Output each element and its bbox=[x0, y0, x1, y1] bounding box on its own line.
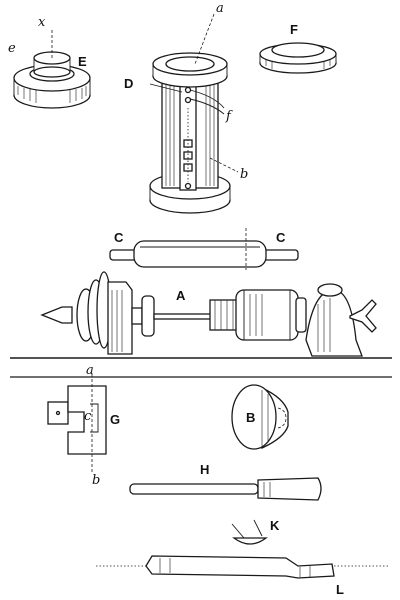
part-g-section bbox=[47, 374, 107, 474]
label-d: D bbox=[124, 76, 133, 91]
part-l-blade bbox=[96, 555, 390, 579]
label-h: H bbox=[200, 462, 209, 477]
part-b-knob bbox=[231, 384, 289, 450]
label-x: x bbox=[38, 15, 46, 30]
label-b: B bbox=[246, 410, 255, 425]
part-cylinder bbox=[149, 13, 239, 214]
label-b-mid: b bbox=[92, 473, 100, 488]
part-roller-c bbox=[109, 228, 299, 270]
label-g: G bbox=[110, 412, 120, 427]
label-l: L bbox=[336, 582, 344, 597]
part-f-disc bbox=[259, 42, 337, 74]
part-h-tool bbox=[129, 477, 322, 501]
part-k-detail bbox=[231, 519, 268, 545]
label-a-mid: a bbox=[86, 363, 94, 378]
part-e-flanged-disc bbox=[13, 30, 91, 109]
label-f-small: f bbox=[225, 109, 233, 124]
label-e-lower: e bbox=[8, 41, 16, 56]
label-c-right: C bbox=[276, 230, 286, 245]
label-c-left: C bbox=[114, 230, 124, 245]
label-e-upper: E bbox=[78, 54, 87, 69]
label-f: F bbox=[290, 22, 298, 37]
label-a: A bbox=[176, 288, 186, 303]
label-c-small: c bbox=[84, 409, 92, 424]
label-k: K bbox=[270, 518, 280, 533]
label-a-top: a bbox=[216, 1, 224, 16]
label-b-right: b bbox=[240, 167, 248, 182]
part-lathe-assembly bbox=[40, 271, 377, 357]
